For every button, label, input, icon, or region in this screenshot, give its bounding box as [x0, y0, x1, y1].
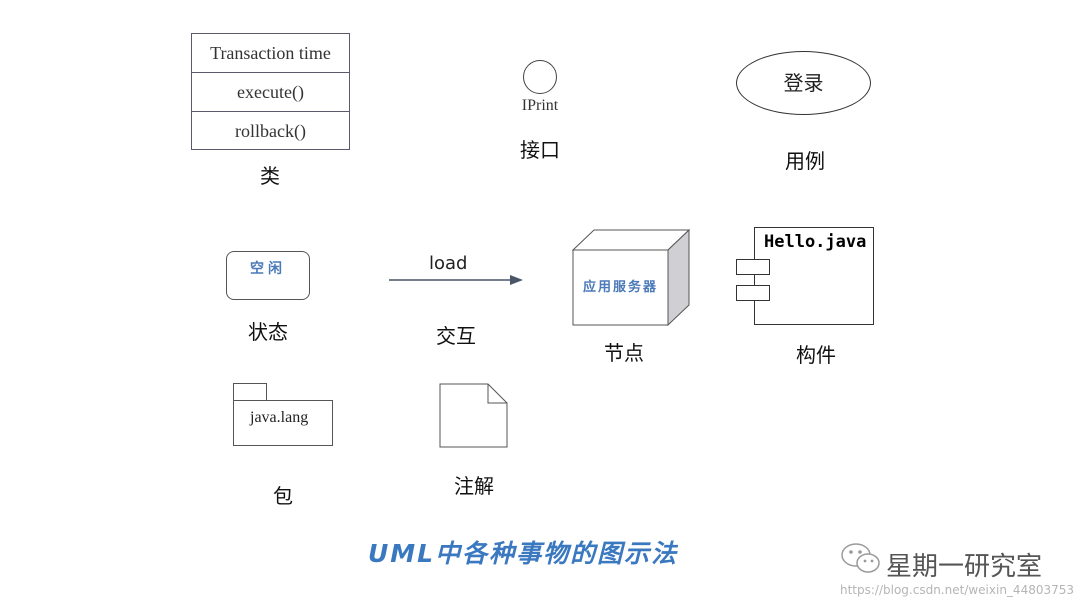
package-label: java.lang	[250, 409, 309, 426]
wechat-logo-icon	[841, 543, 880, 573]
component-title: Hello.java	[764, 232, 867, 252]
node-caption: 节点	[604, 341, 644, 365]
watermark-url: https://blog.csdn.net/weixin_44803753	[840, 583, 1075, 597]
interaction-label: load	[429, 253, 468, 274]
package-caption: 包	[273, 484, 293, 508]
interface-name: IPrint	[521, 97, 559, 114]
state-box: 空闲	[226, 251, 310, 300]
use-case-caption: 用例	[785, 149, 825, 173]
class-caption: 类	[260, 164, 280, 188]
package-body: java.lang	[233, 400, 333, 446]
note-icon	[439, 383, 508, 448]
interface-caption: 接口	[520, 138, 560, 162]
figure-title: UML中各种事物的图示法	[368, 539, 679, 568]
brand-name: 星期一研究室	[886, 552, 1043, 582]
interaction-arrow	[389, 275, 523, 285]
class-method-row: rollback()	[235, 121, 306, 141]
component-box	[754, 227, 874, 325]
use-case-ellipse: 登录	[736, 51, 871, 115]
package-tab	[233, 383, 267, 401]
state-label: 空闲	[250, 261, 286, 277]
use-case-label: 登录	[783, 71, 824, 95]
node-label: 应用服务器	[582, 280, 658, 295]
node-cube	[571, 228, 691, 327]
class-box: Transaction time execute() rollback()	[191, 33, 350, 150]
class-method-row: execute()	[192, 73, 349, 112]
note-caption: 注解	[454, 474, 494, 498]
state-caption: 状态	[248, 320, 288, 344]
interaction-caption: 交互	[436, 324, 476, 348]
interface-lollipop-icon	[523, 60, 557, 94]
component-port-icon	[736, 285, 770, 301]
component-caption: 构件	[796, 343, 836, 367]
class-name-row: Transaction time	[192, 34, 349, 73]
component-port-icon	[736, 259, 770, 275]
